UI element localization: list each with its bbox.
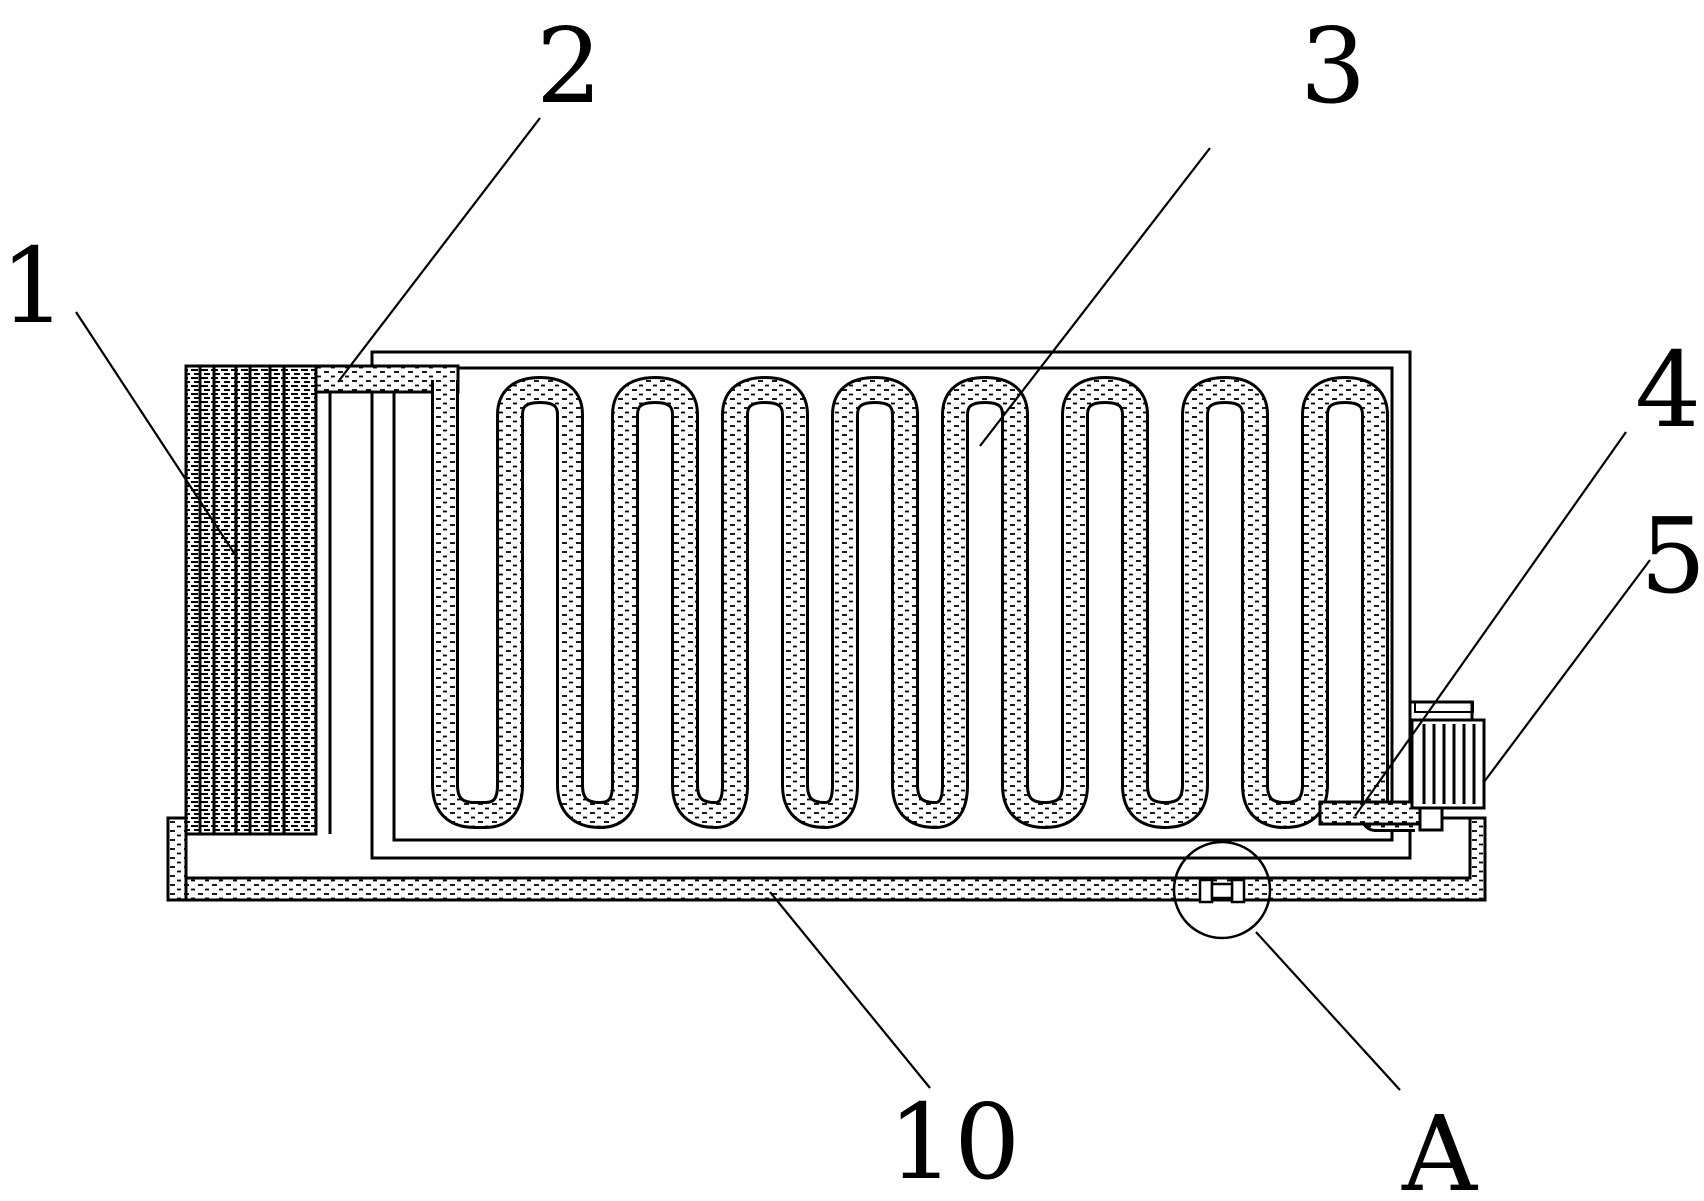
label-2: 2 (536, 5, 602, 127)
leader-10 (769, 891, 931, 1089)
pump-unit (1408, 700, 1486, 810)
leader-1 (75, 311, 237, 557)
leader-2 (337, 117, 541, 383)
serpentine-coil (431, 376, 1415, 832)
label-4: 4 (1635, 329, 1701, 451)
outlet-pipe (1318, 800, 1470, 832)
leader-4 (1354, 431, 1627, 817)
leader-A (1255, 931, 1401, 1091)
label-A: A (1401, 1093, 1479, 1201)
storage-tank (184, 364, 318, 836)
valve-detail (1172, 840, 1272, 940)
leader-lines (75, 117, 1651, 1091)
label-10: 10 (888, 1081, 1020, 1201)
label-3: 3 (1300, 5, 1366, 127)
leader-3 (979, 147, 1211, 447)
housing (370, 350, 1412, 860)
inlet-pipe (314, 364, 460, 834)
label-5: 5 (1640, 495, 1704, 617)
leader-5 (1483, 559, 1651, 783)
label-1: 1 (0, 225, 66, 347)
